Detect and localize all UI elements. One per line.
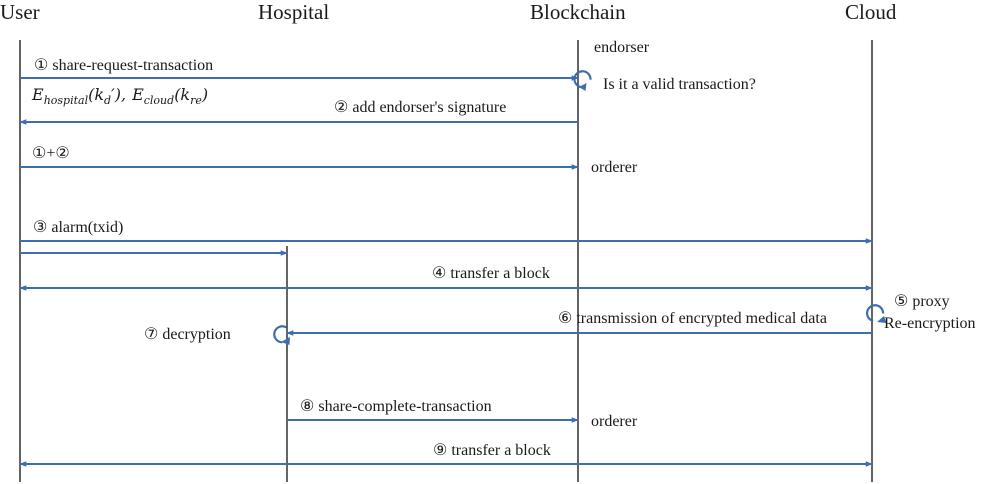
decryption-loop-icon (273, 325, 288, 344)
decryption-loop-arrowhead (281, 337, 290, 345)
valid-transaction-label: Is it a valid transaction? (603, 76, 756, 93)
participant-user: User (0, 0, 40, 24)
endorser-label: endorser (594, 39, 650, 56)
message-3-label: ③ alarm(txid) (33, 219, 123, 236)
orderer-label-2: orderer (591, 413, 638, 430)
message-8-label: ⑧ share-complete-transaction (300, 398, 492, 415)
message-12-label: ①+② (32, 145, 70, 162)
message-5-label-line1: ⑤ proxy (894, 293, 950, 310)
message-1-label: ① share-request-transaction (34, 57, 213, 74)
participant-blockchain: Blockchain (530, 0, 626, 24)
validate-loop-icon (573, 70, 592, 89)
participant-hospital: Hospital (258, 0, 329, 24)
reencryption-loop-arrowhead (877, 316, 887, 323)
encrypted-keys-formula: Ehospital(kd′),Ecloud(kre) (31, 85, 208, 107)
message-5-label-line2: Re-encryption (884, 315, 976, 332)
message-6-label: ⑥ transmission of encrypted medical data (558, 310, 827, 327)
participant-cloud: Cloud (845, 0, 897, 24)
message-9-label: ⑨ transfer a block (433, 442, 551, 459)
orderer-label-1: orderer (591, 159, 638, 176)
reencryption-loop-icon (866, 304, 885, 323)
validate-loop-arrowhead (579, 83, 587, 91)
message-7-label: ⑦ decryption (144, 326, 231, 343)
message-2-label: ② add endorser's signature (334, 99, 506, 116)
message-4-label: ④ transfer a block (432, 265, 550, 282)
